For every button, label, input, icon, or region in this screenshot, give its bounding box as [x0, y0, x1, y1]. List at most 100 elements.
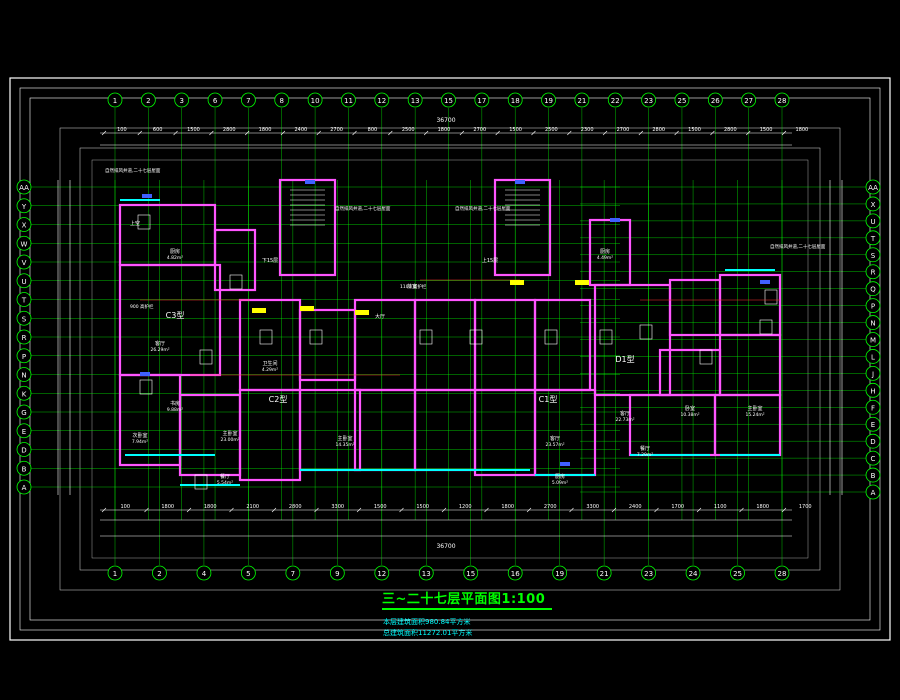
- left-axis-bubble: T: [21, 297, 27, 305]
- top-dim-text: 2800: [223, 127, 236, 133]
- right-axis-bubble-circle: [865, 433, 881, 449]
- left-axis-bubble: D: [21, 447, 26, 455]
- top-axis-bubble: 18: [511, 97, 520, 105]
- right-axis-bubble: F: [871, 404, 875, 412]
- dim-tick: [137, 130, 143, 136]
- blue-mark: [760, 280, 770, 284]
- room-area: 15.24m²: [745, 412, 764, 418]
- frame-3: [59, 127, 841, 591]
- dim-tick: [745, 130, 751, 136]
- bottom-axis-bubble-circle: [552, 565, 568, 581]
- right-axis-bubble: A: [871, 489, 876, 497]
- bottom-axis-bubble: 24: [689, 570, 698, 578]
- top-dim-text: 100: [117, 127, 127, 133]
- wall-block: [493, 178, 552, 277]
- dim-tick: [638, 130, 644, 136]
- left-axis-bubble-circle: [16, 310, 32, 326]
- room-label: 客厅: [550, 435, 560, 442]
- bottom-axis-bubble-circle: [685, 565, 701, 581]
- left-axis-bubble: S: [22, 315, 27, 323]
- drawing-note: 1100 高护栏: [400, 283, 427, 290]
- bottom-dim-text: 1500: [416, 504, 429, 510]
- wall-block: [298, 388, 362, 472]
- fixture: [759, 319, 773, 335]
- unit-label: C1型: [539, 395, 558, 404]
- top-dim-text: 1500: [760, 127, 773, 133]
- left-axis-bubble: K: [22, 390, 27, 398]
- dim-tick: [569, 507, 574, 513]
- left-axis-bubble: P: [22, 353, 26, 361]
- bottom-axis-bubble-circle: [730, 565, 745, 581]
- drawing-note: 自然排风井道,二十七层屋面: [105, 167, 161, 174]
- wall-block: [413, 388, 477, 472]
- top-axis-bubble: 1: [113, 97, 117, 105]
- dim-tick: [484, 507, 489, 513]
- left-axis-bubble-circle: [16, 442, 32, 457]
- right-axis-bubble: R: [871, 269, 876, 277]
- room-area: 4.82m²: [167, 255, 183, 261]
- accent-mark: [510, 280, 524, 285]
- wall-block: [118, 373, 182, 467]
- left-axis-bubble-circle: [16, 423, 32, 439]
- top-axis-bubble-circle: [541, 92, 556, 108]
- dim-tick: [314, 507, 319, 513]
- dim-tick: [101, 507, 107, 513]
- top-dim-text: 2700: [473, 127, 486, 133]
- right-axis-bubble-circle: [865, 298, 881, 314]
- dim-tick: [781, 507, 787, 513]
- bottom-axis-bubble: 16: [511, 570, 520, 578]
- top-dim-text: 1500: [187, 127, 200, 133]
- right-axis-bubble-circle: [865, 416, 881, 432]
- top-axis-bubble-circle: [441, 92, 456, 108]
- dim-tick: [209, 130, 214, 136]
- wall-block: [413, 298, 477, 392]
- wall-block: [668, 278, 722, 337]
- drawing-note: 自然排风井道,二十七层屋面: [770, 243, 826, 250]
- right-axis-bubble-circle: [865, 365, 881, 381]
- drawing-title: 三~二十七层平面图1:100: [382, 592, 552, 610]
- room-area: 23.00m²: [220, 437, 239, 443]
- top-dim-text: 2700: [617, 127, 630, 133]
- details: [120, 180, 780, 490]
- left-axis-bubble-circle: [16, 179, 32, 195]
- room-area: 7.29m²: [637, 452, 653, 458]
- left-axis-bubble: W: [21, 240, 28, 248]
- top-axis-bubble-circle: [774, 92, 790, 108]
- dim-tick: [495, 130, 500, 136]
- top-axis-bubble: 21: [577, 97, 586, 105]
- bottom-axis-bubble-circle: [152, 565, 167, 581]
- top-dim-text: 1500: [509, 127, 522, 133]
- bottom-dim-text: 3300: [331, 504, 344, 510]
- left-axis-bubble: E: [22, 428, 26, 436]
- right-axis-bubble-circle: [865, 332, 881, 347]
- dim-tick: [611, 507, 617, 513]
- bottom-axis-bubble-circle: [107, 565, 123, 581]
- blue-mark: [560, 462, 570, 466]
- top-axis-bubble-circle: [574, 92, 590, 108]
- top-axis-bubble: 17: [477, 97, 486, 105]
- right-axis-bubble-circle: [865, 213, 881, 229]
- wall-block: [353, 388, 417, 472]
- blue-mark: [142, 194, 152, 198]
- left-axis-bubble-circle: [16, 254, 32, 270]
- right-axis-bubble-circle: [865, 349, 881, 364]
- dim-tick: [173, 130, 178, 136]
- top-dim-text: 2300: [581, 127, 594, 133]
- room-label: 主卧室: [337, 435, 352, 442]
- drawing-frames: [9, 77, 891, 641]
- right-axis-bubble: X: [871, 201, 876, 209]
- bottom-dim-text: 100: [120, 504, 130, 510]
- blue-mark: [610, 218, 620, 222]
- room-label: 厨房: [170, 248, 180, 255]
- dim-tick: [710, 130, 715, 136]
- drawing-note: 自然排风井道,二十七层屋面: [335, 205, 391, 212]
- dim-tick: [781, 130, 787, 136]
- top-axis-bubble: 26: [711, 97, 720, 105]
- bottom-dim-text: 1100: [714, 504, 727, 510]
- room-area: 4.29m²: [262, 367, 278, 373]
- top-axis-bubble: 11: [344, 97, 353, 105]
- accent-mark: [300, 306, 314, 311]
- right-axis-bubble: U: [870, 218, 875, 226]
